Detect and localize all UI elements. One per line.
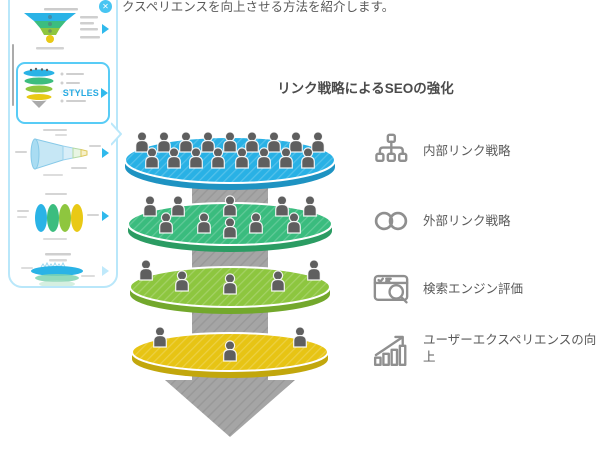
person-icon (311, 131, 325, 153)
layered-funnel-diagram[interactable] (110, 108, 350, 450)
person-icon (289, 131, 303, 153)
person-icon (267, 131, 281, 153)
person-icon (145, 147, 159, 169)
person-icon (143, 195, 157, 217)
legend-label: 内部リンク戦略 (423, 143, 511, 158)
person-icon (197, 212, 211, 234)
legend-label: 検索エンジン評価 (423, 281, 524, 296)
apply-template-3-arrow[interactable] (102, 148, 109, 158)
apply-template-1-arrow[interactable] (102, 24, 109, 34)
person-icon (223, 195, 237, 217)
infographic-title[interactable]: リンク戦略によるSEOの強化 (277, 81, 454, 96)
person-icon (153, 326, 167, 348)
thumbnail-lens-comparison-infographic[interactable] (13, 190, 103, 246)
legend-label: 外部リンク戦略 (423, 213, 511, 228)
link-icon (374, 211, 408, 231)
panel-tail (111, 122, 122, 146)
person-icon (287, 212, 301, 234)
legend-item[interactable]: 内部リンク戦略 (372, 132, 601, 170)
person-icon (135, 131, 149, 153)
thumbnail-stacked-discs-infographic[interactable] (13, 252, 103, 288)
person-icon (293, 326, 307, 348)
close-icon[interactable]: ✕ (99, 0, 112, 13)
person-icon (159, 212, 173, 234)
person-icon (157, 131, 171, 153)
person-icon (257, 147, 271, 169)
canvas-caption-text[interactable]: クスペリエンスを向上させる方法を紹介します。 (122, 0, 395, 14)
person-icon (303, 195, 317, 217)
styles-panel: ✕ (8, 0, 118, 288)
disc-layer[interactable] (127, 195, 333, 252)
thumbnail-funnel-infographic[interactable] (16, 6, 104, 56)
person-icon (167, 147, 181, 169)
legend-item[interactable]: ユーザーエクスペリエンスの向上 (372, 330, 601, 368)
thumbnail-horizontal-funnel-infographic[interactable] (13, 127, 103, 181)
panel-scrollbar[interactable] (12, 44, 14, 106)
person-icon (223, 340, 237, 362)
apply-template-4-arrow[interactable] (102, 211, 109, 221)
person-icon (189, 147, 203, 169)
person-icon (223, 217, 237, 239)
layered-discs-mini-preview (22, 67, 86, 108)
legend-item[interactable]: 外部リンク戦略 (372, 202, 601, 240)
disc-layers (124, 131, 336, 378)
disc-layer[interactable] (124, 131, 336, 190)
person-icon (139, 259, 153, 281)
person-icon (249, 212, 263, 234)
apply-template-5-arrow[interactable] (102, 266, 109, 276)
person-icon (245, 131, 259, 153)
person-icon (175, 270, 189, 292)
person-icon (275, 195, 289, 217)
person-icon (279, 147, 293, 169)
disc-layer[interactable] (131, 326, 329, 378)
thumbnail-layered-discs-infographic-selected[interactable]: STYLES (16, 62, 110, 124)
styles-label: STYLES (62, 88, 99, 98)
legend-label: ユーザーエクスペリエンスの向上 (423, 333, 597, 364)
person-icon (179, 131, 193, 153)
legend-item[interactable]: 検索エンジン評価 (372, 270, 601, 308)
search-engine-icon (373, 274, 409, 304)
sitemap-icon (375, 133, 408, 163)
person-icon (171, 195, 185, 217)
person-icon (223, 131, 237, 153)
person-icon (223, 273, 237, 295)
disc-layer[interactable] (129, 259, 331, 314)
growth-chart-icon (373, 335, 407, 367)
person-icon (307, 259, 321, 281)
person-icon (211, 147, 225, 169)
apply-styles-arrow (101, 88, 108, 98)
person-icon (301, 147, 315, 169)
person-icon (271, 270, 285, 292)
person-icon (235, 147, 249, 169)
styles-overlay[interactable]: STYLES (59, 87, 108, 99)
person-icon (201, 131, 215, 153)
